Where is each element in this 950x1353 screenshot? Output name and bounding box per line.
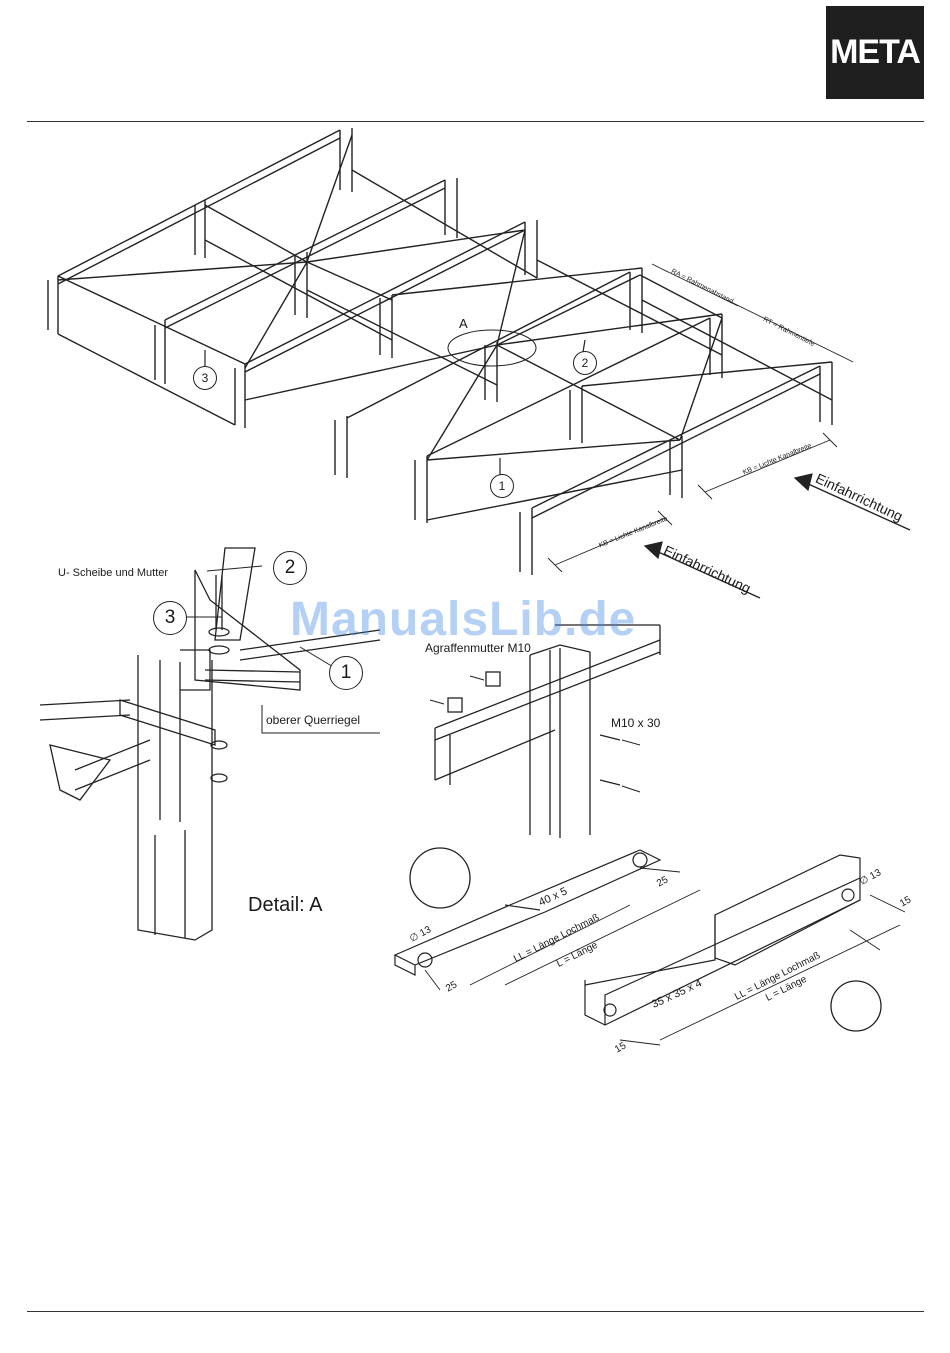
footer-rule — [27, 1311, 924, 1312]
callout-2-text: 2 — [581, 356, 589, 370]
direction-arrows — [644, 477, 911, 599]
callout-3-text: 3 — [201, 371, 209, 385]
angle-drawing — [584, 854, 861, 1026]
detail-a-marker: A — [459, 316, 468, 331]
overview-frame — [47, 128, 833, 575]
callout-1-text: 1 — [498, 479, 506, 493]
detail-callout-3: 3 — [153, 601, 187, 635]
callout-3: 3 — [193, 366, 217, 390]
connection-drawing — [434, 624, 661, 838]
detail-callout-1: 1 — [329, 656, 363, 690]
detail-a-drawing — [39, 547, 381, 941]
top-beam-label: oberer Querriegel — [266, 713, 361, 727]
flat-bar-drawing — [393, 849, 662, 976]
detail-callout-1-text: 1 — [340, 662, 352, 683]
meta-logo: META — [826, 6, 924, 99]
clip-nut-label: Agraffenmutter M10 — [425, 641, 531, 655]
detail-callout-3-text: 3 — [164, 607, 176, 628]
washer-nut-label: U- Scheibe und Mutter — [58, 567, 169, 579]
detail-callout-2-text: 2 — [284, 557, 296, 578]
bolt-label: M10 x 30 — [611, 716, 661, 730]
detail-callout-2: 2 — [273, 551, 307, 585]
dimension-lines — [547, 263, 854, 573]
callout-2: 2 — [573, 351, 597, 375]
watermark: ManualsLib.de — [290, 593, 637, 646]
detail-a-title: Detail: A — [248, 894, 323, 916]
header-rule — [27, 121, 924, 122]
callout-1: 1 — [490, 474, 514, 498]
